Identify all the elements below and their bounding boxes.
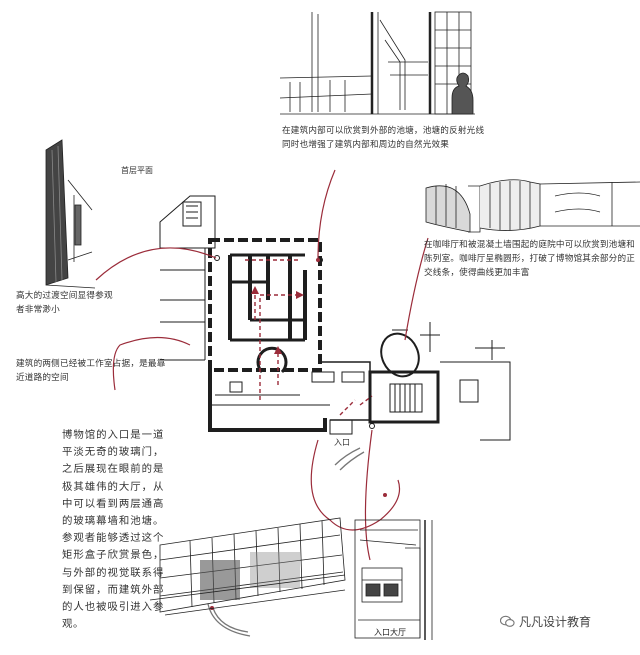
watermark-text: 凡凡设计教育 bbox=[519, 615, 592, 629]
pool-view-sketch bbox=[279, 11, 475, 115]
circulation-arrows bbox=[245, 259, 373, 416]
entrance-hall-sketch bbox=[354, 519, 433, 640]
ground-floor-plan bbox=[159, 195, 511, 441]
wechat-icon bbox=[500, 615, 515, 627]
watermark: 凡凡设计教育 bbox=[500, 613, 591, 630]
cafe-caption: 在咖啡厅和被混凝土墙围起的庭院中可以欣赏到池塘和陈列室。咖啡厅呈椭圆形，打破了博… bbox=[424, 240, 636, 278]
facade-sketch bbox=[149, 517, 346, 616]
corridor-sketch bbox=[45, 139, 96, 289]
entrance-hall-label: 入口大厅 bbox=[374, 628, 406, 637]
arrow-heads bbox=[251, 286, 304, 354]
intro-paragraph: 博物馆的入口是一道平淡无奇的玻璃门，之后展现在眼前的是极其雄伟的大厅，从中可以看… bbox=[62, 429, 164, 631]
pool-caption: 在建筑内部可以欣赏到外部的池塘，池塘的反射光线同时也增强了建筑内部和周边的自然光… bbox=[282, 126, 485, 150]
pointer-arrows bbox=[207, 447, 365, 637]
cafe-sketch bbox=[425, 179, 640, 233]
corridor-caption: 高大的过渡空间显得参观者非常渺小 bbox=[16, 291, 113, 315]
leader-lines bbox=[95, 169, 429, 561]
plan-title: 首层平面 bbox=[121, 166, 153, 175]
sides-caption: 建筑的两侧已经被工作室占据，是最靠近道路的空间 bbox=[16, 359, 166, 383]
entry-label: 入口 bbox=[334, 438, 350, 447]
